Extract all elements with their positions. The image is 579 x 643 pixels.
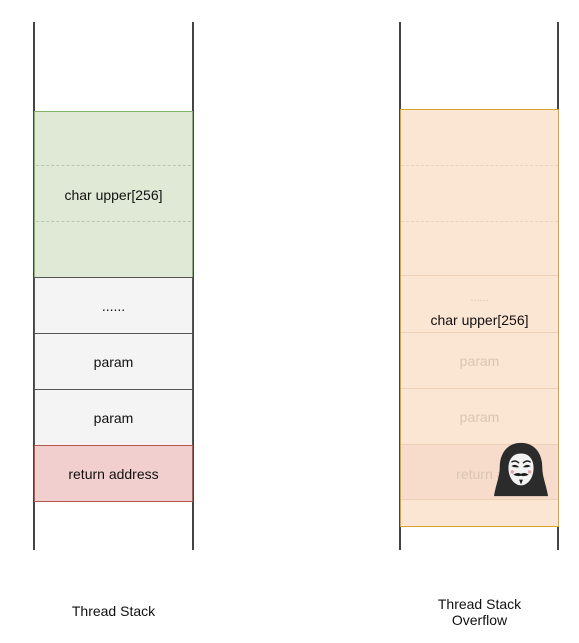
hacker-cheek-right	[527, 470, 532, 474]
hacker-eye-right	[522, 464, 531, 468]
overflow-divider-3	[401, 388, 558, 389]
overflow-faded-ellipsis: ......	[400, 292, 559, 304]
overflow-divider-2	[401, 332, 558, 333]
left-cell-param-1: param	[34, 333, 193, 390]
overflow-buffer-label-text: char upper[256]	[430, 312, 529, 328]
overflow-divider-1	[401, 275, 558, 276]
right-stack-caption-line-2: Overflow	[451, 612, 508, 628]
left-buffer-dash-1	[36, 165, 191, 166]
right-stack-caption-line-1: Thread Stack	[437, 596, 522, 612]
overflow-buffer-label: char upper[256]	[400, 312, 559, 328]
left-cell-param-1-label: param	[93, 353, 134, 370]
overflow-dash-1	[401, 165, 558, 166]
hacker-anonymous-mask-icon	[493, 442, 549, 497]
left-stack-caption: Thread Stack	[34, 603, 193, 619]
overflow-divider-4	[401, 444, 558, 445]
left-cell-ellipsis: ......	[34, 277, 193, 334]
left-buffer-label: char upper[256]	[64, 186, 163, 203]
hacker-cheek-left	[510, 470, 515, 474]
overflow-faded-param-2-label: param	[459, 409, 500, 425]
overflow-dash-2	[401, 221, 558, 222]
hacker-moustache	[513, 473, 529, 477]
overflow-faded-param-1-label: param	[459, 353, 500, 369]
hacker-eye-left	[511, 464, 520, 468]
overflow-divider-5	[401, 499, 558, 500]
left-buffer-block: char upper[256]	[34, 111, 193, 278]
hacker-goatee	[519, 479, 523, 485]
left-cell-return-address-label: return address	[68, 465, 159, 482]
left-stack-caption-text: Thread Stack	[71, 603, 156, 619]
left-buffer-dash-2	[36, 221, 191, 222]
hacker-brows	[510, 460, 532, 464]
left-cell-return-address: return address	[34, 445, 193, 502]
overflow-faded-ellipsis-label: ......	[470, 292, 489, 304]
right-stack-caption: Thread Stack Overflow	[400, 596, 559, 628]
left-cell-param-2: param	[34, 389, 193, 446]
overflow-faded-param-2: param	[400, 409, 559, 425]
overflow-faded-param-1: param	[400, 353, 559, 369]
left-cell-ellipsis-label: ......	[101, 297, 126, 314]
left-cell-param-2-label: param	[93, 409, 134, 426]
left-stack-right-wall	[192, 22, 194, 550]
